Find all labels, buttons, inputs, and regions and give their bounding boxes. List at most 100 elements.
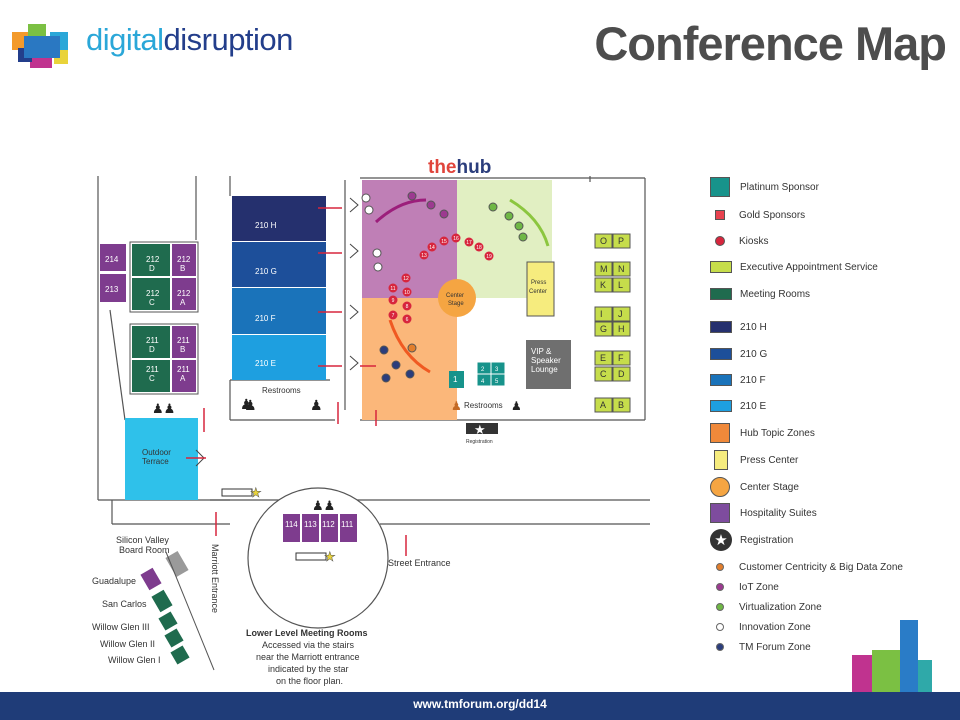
svg-text:212: 212 — [177, 289, 191, 298]
legend-label: 210 H — [740, 321, 767, 333]
room-214[interactable]: 214 — [100, 244, 126, 271]
side-meeting-rooms[interactable] — [140, 550, 190, 665]
svg-text:211: 211 — [146, 365, 159, 374]
legend-item: TM Forum Zone — [710, 636, 811, 658]
legend-label: 210 F — [740, 374, 766, 386]
exec-booth-label-g: G — [600, 324, 607, 334]
exec-booth-g — [594, 321, 613, 337]
exec-booth-label-h: H — [618, 324, 625, 334]
legend-item: Customer Centricity & Big Data Zone — [710, 556, 903, 578]
exec-booth-label-f: F — [618, 353, 624, 363]
legend-label: Registration — [740, 534, 794, 546]
innovation-zone-dots — [361, 193, 383, 272]
legend-item: Press Center — [710, 449, 798, 471]
exec-booth-p — [612, 233, 631, 249]
platinum-sponsor-1[interactable]: 1 — [449, 371, 464, 388]
svg-text:212: 212 — [146, 255, 160, 264]
svg-text:211: 211 — [177, 365, 190, 374]
svg-text:212: 212 — [177, 255, 191, 264]
legend-swatch-icon — [710, 477, 730, 497]
kiosk-label-9: 9 — [392, 298, 395, 304]
legend-swatch-icon — [710, 321, 732, 333]
legend-item: Center Stage — [710, 476, 799, 498]
center-stage[interactable]: Center Stage — [438, 279, 476, 317]
svg-text:114: 114 — [285, 520, 298, 529]
exec-booth-label-d: D — [618, 369, 625, 379]
legend-item: Kiosks — [710, 230, 768, 252]
legend-swatch-icon — [710, 288, 732, 300]
outdoor-terrace[interactable]: Outdoor Terrace — [125, 418, 198, 500]
iot-zone-dots — [407, 191, 449, 219]
kiosk-label-8: 8 — [406, 304, 409, 310]
legend-swatch-icon — [716, 643, 724, 651]
gold-sponsors[interactable]: 2 3 4 5 — [476, 361, 506, 387]
exec-booth-label-i: I — [600, 309, 603, 319]
vip-speaker-lounge[interactable]: VIP & Speaker Lounge — [526, 340, 571, 389]
brand-part-2: disruption — [163, 22, 294, 57]
legend-swatch-icon — [714, 450, 728, 470]
kiosk-12 — [401, 273, 411, 283]
kiosk-label-11: 11 — [390, 286, 395, 292]
legend-label: Executive Appointment Service — [740, 261, 878, 273]
legend-swatch-icon — [710, 348, 732, 360]
svg-text:4: 4 — [481, 379, 485, 385]
legend-item: ★Registration — [710, 529, 793, 551]
room-210f[interactable]: 210 F — [232, 288, 326, 334]
svg-text:VIP &: VIP & — [531, 347, 552, 356]
svg-text:D: D — [149, 345, 155, 354]
exec-booth-label-p: P — [618, 236, 624, 246]
room-213[interactable]: 213 — [100, 274, 126, 302]
kiosk-10 — [402, 287, 412, 297]
brand-wordmark: digitaldisruption — [86, 22, 293, 58]
svg-text:112: 112 — [322, 520, 335, 529]
virtualization-zone-dots — [488, 202, 528, 242]
legend-label: IoT Zone — [739, 581, 779, 593]
page-title: Conference Map — [594, 17, 947, 70]
lower-level-rooms[interactable]: 114 113 112 111 — [283, 514, 357, 542]
zone-arcs — [374, 198, 550, 374]
room-210e[interactable]: 210 E — [232, 335, 326, 380]
registration-star-icon: ★ — [474, 422, 486, 437]
marriott-entrance-label: Marriott Entrance — [210, 544, 220, 613]
kiosk-label-19: 19 — [486, 254, 492, 260]
registration-desk[interactable]: ★ Registration — [466, 422, 498, 445]
legend-item: 210 H — [710, 316, 767, 338]
exec-booth-label-m: M — [600, 264, 608, 274]
exec-booth-j — [612, 306, 631, 322]
room-210g[interactable]: 210 G — [232, 242, 326, 287]
willow-glen-3-label: Willow Glen III — [92, 622, 150, 632]
footer-url[interactable]: www.tmforum.org/dd14 — [413, 697, 547, 711]
exec-booth-label-k: K — [600, 280, 606, 290]
legend-swatch-icon — [716, 583, 724, 591]
room-210e-label: 210 E — [255, 359, 276, 368]
legend-swatch-icon — [710, 374, 732, 386]
press-center[interactable]: Press Center — [526, 261, 555, 317]
exec-booth-label-j: J — [618, 309, 623, 319]
legend-label: Innovation Zone — [739, 621, 811, 633]
exec-booth-label-c: C — [600, 369, 607, 379]
svg-text:Accessed via the stairs: Accessed via the stairs — [262, 640, 355, 650]
legend-swatch-icon — [715, 236, 725, 246]
restroom-icon-3: ♟♟ — [152, 401, 175, 416]
brand-part-1: digital — [86, 22, 164, 57]
restroom-icon-7: ♟♟ — [312, 498, 335, 513]
legend-item: Hub Topic Zones — [710, 422, 815, 444]
restroom-icon-1: ♟ — [244, 397, 257, 413]
room-210h[interactable]: 210 H — [232, 196, 326, 241]
exec-booth-a — [594, 397, 613, 413]
svg-text:1: 1 — [453, 375, 458, 384]
silicon-valley-label: Silicon Valley — [116, 535, 169, 545]
willow-glen-2-label: Willow Glen II — [100, 639, 155, 649]
footer-decoration-teal — [918, 660, 932, 692]
legend-swatch-icon — [716, 563, 724, 571]
